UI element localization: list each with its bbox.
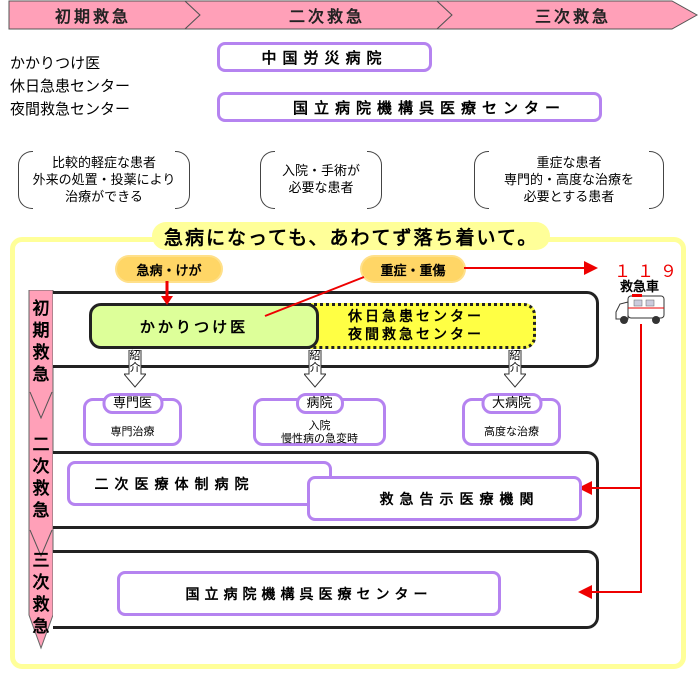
ambulance-dispatch-line <box>592 324 642 593</box>
secondary-system-hospital-box: 二次医療体制病院 <box>67 461 332 506</box>
holiday-center-label: 休日急患センター <box>348 309 484 325</box>
stage-label-tertiary: 三 次 救 急 <box>29 550 53 638</box>
referral-char: 紹 <box>309 349 321 362</box>
stage-strip-shape <box>28 290 54 650</box>
stage-char: 次 <box>32 573 50 593</box>
stage-char: 初 <box>32 299 50 319</box>
referral-arrow: 紹介 <box>304 350 326 388</box>
stage-divider-chevron <box>29 391 53 420</box>
description-secondary: 入院・手術が 必要な患者 <box>260 151 382 209</box>
emergency-designated-facility-label: 救急告示医療機関 <box>379 491 540 508</box>
desc-line: 必要とする患者 <box>523 189 615 205</box>
secondary-hospital-name: 中国労災病院 <box>261 48 388 67</box>
family-doctor-label: かかりつけ医 <box>139 317 249 336</box>
emergency-centers-box: 休日急患センター 夜間救急センター <box>296 303 536 349</box>
referral-target-desc: 専門治療 <box>110 425 155 438</box>
description-primary: 比較的軽症な患者 外来の処置・投薬により 治療ができる <box>18 151 190 209</box>
desc-line: 比較的軽症な患者 <box>51 155 156 171</box>
facility-family-doctor: かかりつけ医 <box>10 54 101 72</box>
desc-line: 重症な患者 <box>536 155 602 171</box>
stage-char: 三 <box>32 551 50 571</box>
desc-line: 外来の処置・投薬により <box>32 172 176 188</box>
stage-char: 急 <box>32 617 50 637</box>
ambulance-to-secondary-arrowhead <box>578 481 592 495</box>
phase-label-tertiary: 三次救急 <box>535 7 612 26</box>
severe-illness-cloud: 重症・重傷 <box>362 257 464 281</box>
facility-night-center: 夜間救急センター <box>10 100 131 118</box>
ambulance-label: 救急車 <box>620 280 660 295</box>
stage-divider-chevron <box>29 529 53 558</box>
facility-holiday-center: 休日急患センター <box>10 77 131 95</box>
stage-char: 次 <box>32 457 50 477</box>
secondary-system-hospital-label: 二次医療体制病院 <box>94 476 255 493</box>
emergency-designated-facility-box: 救急告示医療機関 <box>307 476 582 521</box>
referral-target-major-hospital: 大病院 高度な治療 <box>462 393 561 446</box>
minor-illness-cloud: 急病・けが <box>117 257 221 281</box>
phase-label-primary: 初期救急 <box>55 7 132 26</box>
secondary-hospital-pill: 中国労災病院 <box>217 42 432 72</box>
tertiary-hospital-name: 国立病院機構呉医療センター <box>292 98 566 117</box>
referral-char: 紹 <box>509 349 521 362</box>
stage-side-strip <box>28 290 54 650</box>
referral-char: 介 <box>309 361 321 374</box>
tertiary-center-box: 国立病院機構呉医療センター <box>117 571 501 616</box>
stage-char: 救 <box>32 479 50 499</box>
referral-target-title: 病院 <box>295 393 344 414</box>
slogan: 急病になっても、あわてず落ち着いて。 <box>152 222 551 250</box>
referral-target-desc: 入院 <box>308 419 331 432</box>
referral-arrow: 紹介 <box>124 350 146 388</box>
night-center-label: 夜間救急センター <box>348 327 484 343</box>
phase-label-secondary: 二次救急 <box>289 7 366 26</box>
severe-to-doctor-line <box>264 276 365 317</box>
ambulance-to-tertiary-arrowhead <box>578 585 592 599</box>
emergency-number: １１９ <box>614 262 683 282</box>
referral-arrow: 紹介 <box>504 350 526 388</box>
referral-target-desc: 慢性病の急変時 <box>281 432 358 445</box>
description-tertiary: 重症な患者 専門的・高度な治療を 必要とする患者 <box>474 151 664 209</box>
referral-target-specialist: 専門医 専門治療 <box>83 393 182 446</box>
referral-char: 介 <box>129 361 141 374</box>
referral-char: 介 <box>509 361 521 374</box>
stage-char: 急 <box>32 365 50 385</box>
ambulance-icon <box>615 294 665 324</box>
referral-target-title: 大病院 <box>480 393 543 414</box>
minor-illness-label: 急病・けが <box>136 263 202 279</box>
phase-chevron-tertiary <box>435 0 699 30</box>
desc-line: 必要な患者 <box>288 181 354 196</box>
referral-target-title: 専門医 <box>101 393 164 414</box>
down-arrow-icon <box>504 350 526 388</box>
stage-char: 救 <box>32 343 50 363</box>
stage-label-primary: 初 期 救 急 <box>29 298 53 386</box>
tertiary-hospital-pill: 国立病院機構呉医療センター <box>217 92 602 122</box>
stage-label-secondary: 二 次 救 急 <box>29 434 53 522</box>
down-arrow-icon <box>124 350 146 388</box>
severe-to-ambulance-arrowhead <box>584 261 598 275</box>
referral-target-desc: 高度な治療 <box>484 425 539 438</box>
desc-line: 治療ができる <box>65 189 143 205</box>
down-arrow-icon <box>304 350 326 388</box>
phase-bar <box>8 0 699 30</box>
primary-facility-list: かかりつけ医 休日急患センター 夜間救急センター <box>10 52 130 121</box>
minor-to-doctor-arrowhead <box>161 296 173 305</box>
referral-char: 紹 <box>129 349 141 362</box>
stage-char: 救 <box>32 595 50 615</box>
tertiary-center-label: 国立病院機構呉医療センター <box>185 586 433 603</box>
referral-target-hospital: 病院 入院 慢性病の急変時 <box>253 393 386 446</box>
severe-illness-label: 重症・重傷 <box>380 263 446 279</box>
desc-line: 入院・手術が <box>281 164 360 179</box>
stage-char: 二 <box>32 435 50 455</box>
desc-line: 専門的・高度な治療を <box>503 172 634 188</box>
stage-char: 期 <box>32 321 50 341</box>
stage-char: 急 <box>32 501 50 521</box>
